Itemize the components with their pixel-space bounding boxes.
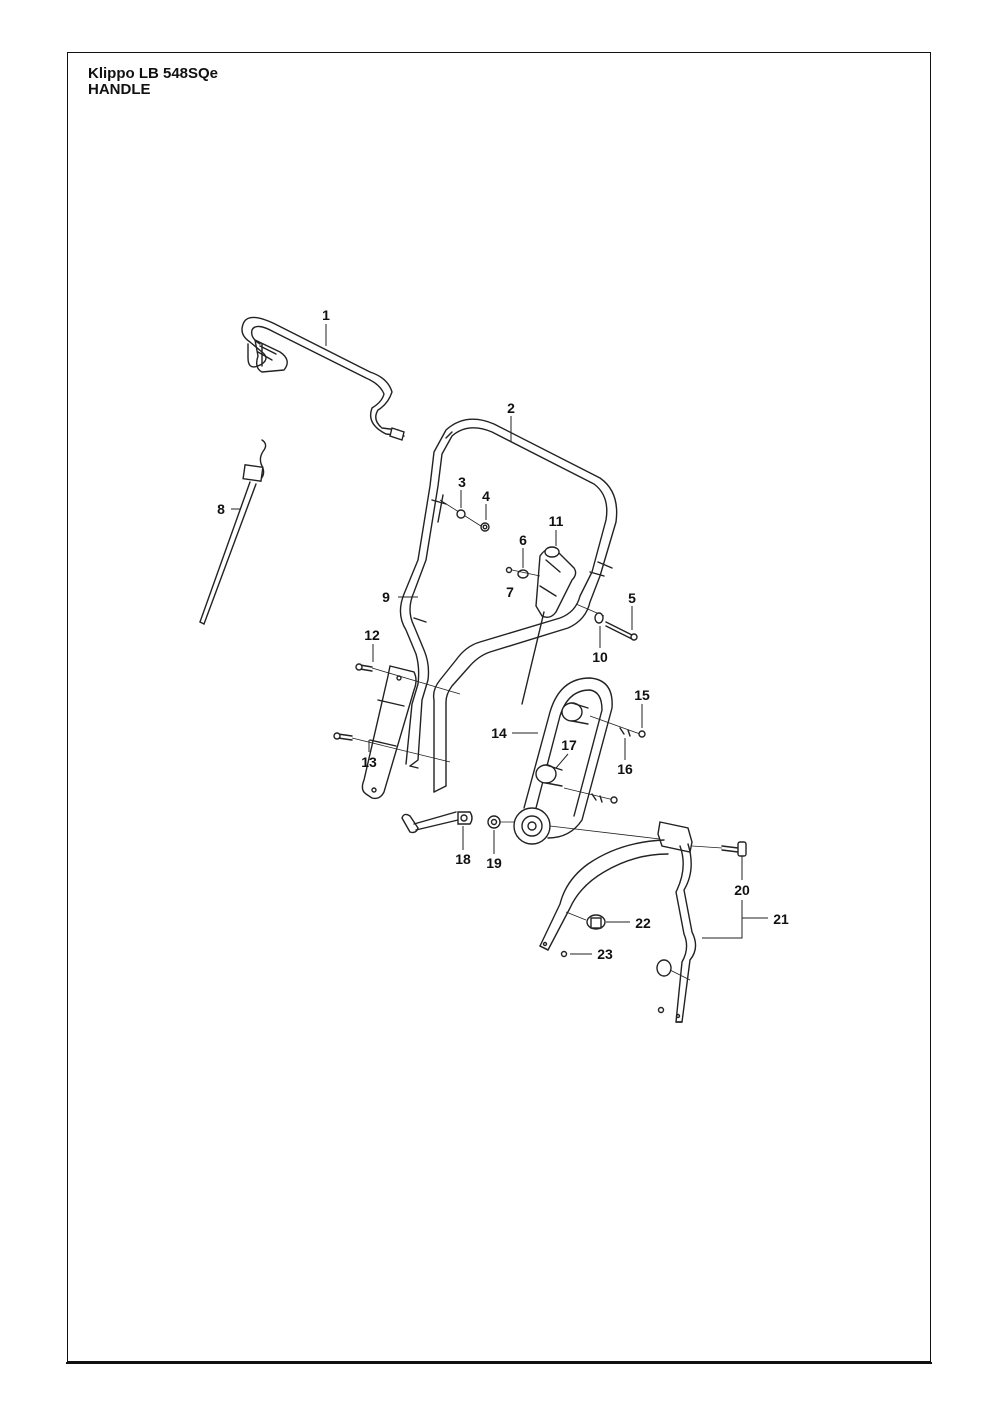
callout-18: 18 [455, 851, 471, 867]
callout-4: 4 [482, 488, 490, 504]
callout-5: 5 [628, 590, 636, 606]
part-1-bail-bar [241, 316, 405, 441]
page-frame [66, 52, 932, 1364]
callout-1: 1 [322, 307, 330, 323]
callout-9: 9 [382, 589, 390, 605]
callout-7: 7 [506, 584, 514, 600]
callout-8: 8 [217, 501, 225, 517]
callout-21: 21 [773, 911, 789, 927]
title-block: Klippo LB 548SQe HANDLE [88, 66, 218, 98]
callout-13: 13 [361, 754, 377, 770]
callout-3: 3 [458, 474, 466, 490]
section-title: HANDLE [88, 81, 151, 98]
callout-19: 19 [486, 855, 502, 871]
callout-12: 12 [364, 627, 380, 643]
callout-16: 16 [617, 761, 633, 777]
callout-23: 23 [597, 946, 613, 962]
callout-20: 20 [734, 882, 750, 898]
part-3-4-fasteners [439, 499, 490, 532]
callout-14: 14 [491, 725, 507, 741]
callout-11: 11 [549, 513, 564, 529]
part-14-lower-loop [513, 677, 646, 845]
callout-22: 22 [635, 915, 651, 931]
part-12-13-bracket [333, 663, 461, 800]
model-title: Klippo LB 548SQe [88, 65, 219, 82]
callout-labels: 1 2 3 4 5 6 7 8 9 10 11 12 13 14 15 16 1… [217, 307, 789, 962]
part-18-19-knob [401, 811, 669, 841]
part-8-cable [199, 439, 267, 625]
callout-17: 17 [561, 737, 577, 753]
callout-2: 2 [507, 400, 515, 416]
callout-6: 6 [519, 532, 527, 548]
leader-lines [231, 324, 768, 955]
part-2-9-upper-handle [399, 418, 618, 793]
part-21-lower-frame [539, 821, 747, 1023]
callout-10: 10 [592, 649, 608, 665]
callout-15: 15 [634, 687, 650, 703]
part-11-lever [505, 546, 577, 705]
part-5-10-bolt-washer [575, 603, 638, 641]
